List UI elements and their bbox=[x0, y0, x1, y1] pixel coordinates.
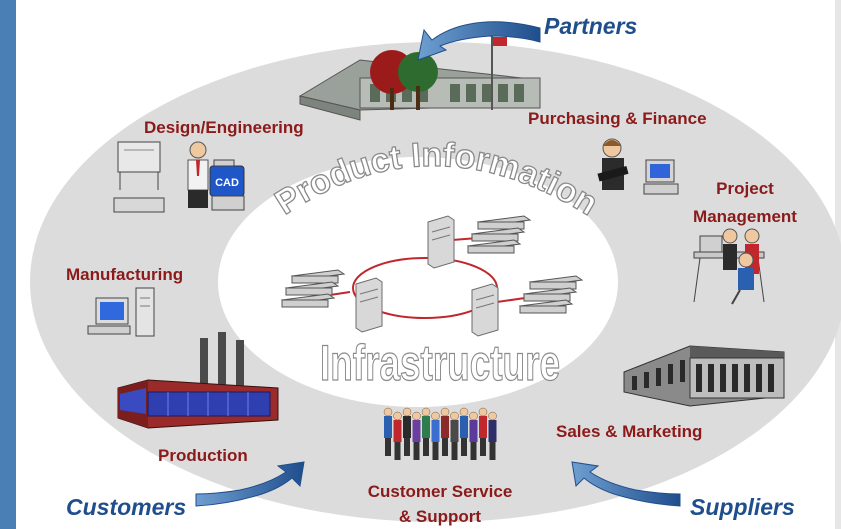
suppliers-label: Suppliers bbox=[690, 494, 795, 520]
factory-icon bbox=[117, 332, 279, 429]
partners-label: Partners bbox=[544, 13, 637, 39]
partners-arrow-icon bbox=[417, 21, 541, 61]
design-engineering-label: Design/Engineering bbox=[144, 118, 304, 137]
rack-server-icon bbox=[466, 215, 532, 254]
server-tower-icon bbox=[427, 215, 455, 269]
production-label: Production bbox=[158, 446, 248, 465]
cad-label: CAD bbox=[215, 177, 239, 189]
customers-label: Customers bbox=[66, 494, 186, 520]
sales-marketing-label: Sales & Marketing bbox=[556, 422, 702, 441]
server-network bbox=[280, 215, 584, 337]
customers-arrow-icon bbox=[195, 461, 305, 507]
partners-building-icon bbox=[298, 36, 541, 121]
left-edge-bar bbox=[0, 0, 16, 529]
center-title-bottom: Infrastructure bbox=[320, 335, 560, 391]
server-tower-icon bbox=[471, 283, 499, 337]
purchasing-person-icon bbox=[597, 138, 679, 195]
suppliers-arrow-icon bbox=[571, 461, 681, 507]
rack-server-icon bbox=[518, 275, 584, 314]
project-label-line1: Project bbox=[716, 179, 774, 198]
manufacturing-computer-icon bbox=[87, 287, 155, 337]
people-group-icon bbox=[383, 407, 497, 460]
server-tower-icon bbox=[355, 277, 383, 333]
sales-building-icon bbox=[623, 345, 785, 407]
rack-server-icon bbox=[280, 269, 346, 308]
manufacturing-label: Manufacturing bbox=[66, 265, 183, 284]
customer-service-label-line1: Customer Service bbox=[368, 482, 513, 501]
customer-service-label-line2: & Support bbox=[399, 507, 481, 526]
project-team-icon bbox=[693, 228, 765, 305]
project-label-line2: Management bbox=[693, 207, 797, 226]
purchasing-finance-label: Purchasing & Finance bbox=[528, 109, 707, 128]
cad-workstation-icon: CAD bbox=[113, 141, 245, 213]
